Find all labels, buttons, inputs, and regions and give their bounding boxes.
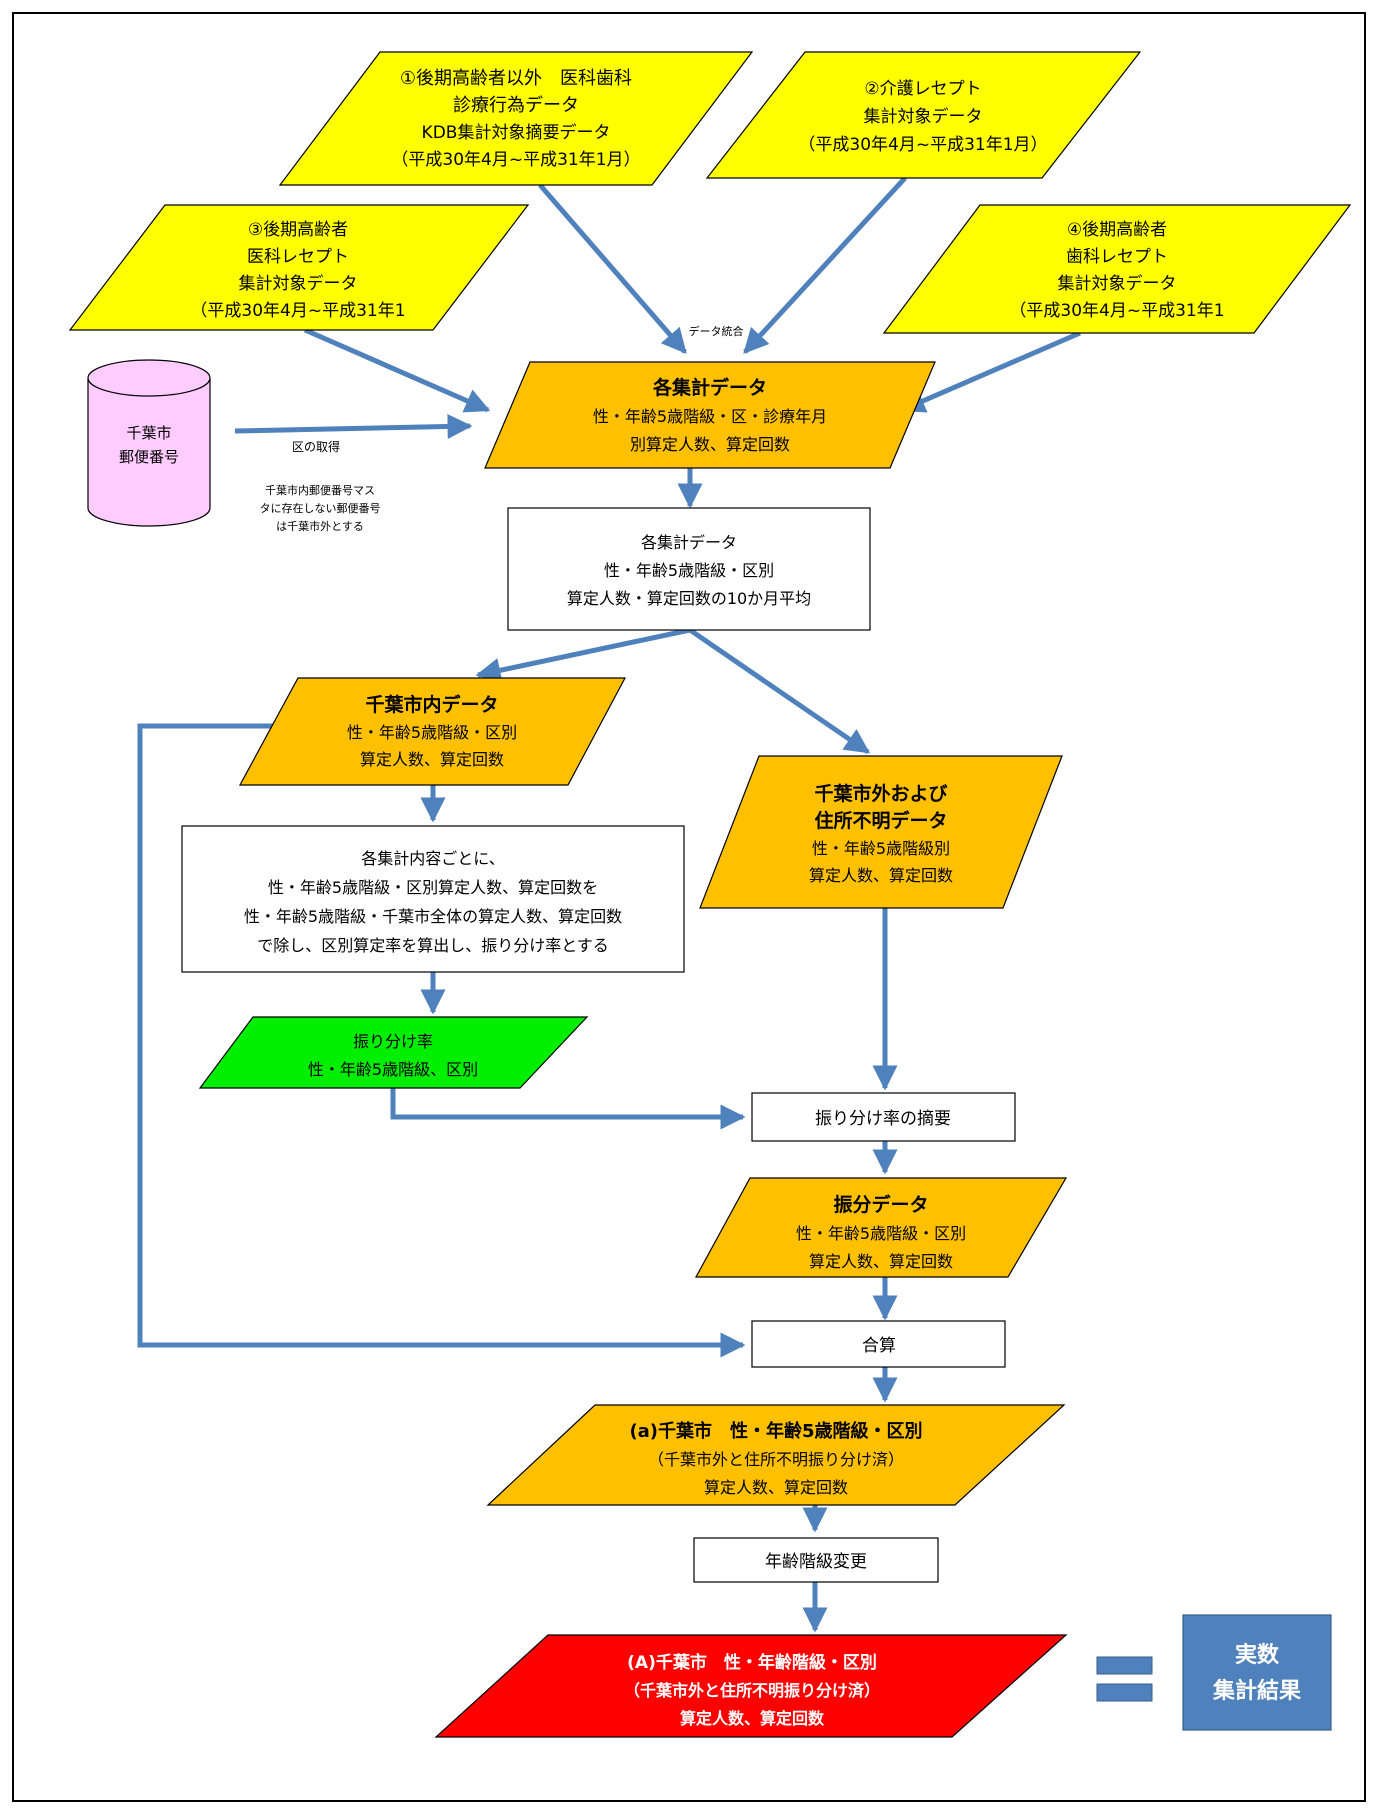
note-annotation-line: タに存在しない郵便番号	[260, 501, 381, 515]
actual-label-line: 実数	[1235, 1642, 1280, 1668]
src1-label-line: （平成30年4月~平成31年1月）	[391, 150, 640, 170]
node-inside	[238, 677, 626, 786]
rate-label-line: 振り分け率	[353, 1032, 433, 1051]
page-frame	[12, 12, 1366, 1802]
final-label-line: （千葉市外と住所不明振り分け済）	[624, 1681, 880, 1700]
agg2-label-line: 算定人数・算定回数の10か月平均	[567, 589, 811, 608]
age-label-line: 年齢階級変更	[765, 1552, 867, 1572]
arrow-agg2-outside	[688, 627, 871, 755]
rate-label-line: 性・年齢5歳階級、区別	[308, 1060, 478, 1079]
inside-label-line: 性・年齢5歳階級・区別	[347, 723, 517, 742]
process-label-line: 性・年齢5歳階級・区別算定人数、算定回数を	[268, 878, 598, 897]
resultA-label-line: 算定人数、算定回数	[704, 1478, 848, 1497]
node-process	[181, 825, 685, 973]
connectors	[137, 176, 1081, 1633]
agg2-label-line: 各集計データ	[641, 533, 737, 552]
final-label-line: (A)千葉市 性・年齢階級・区別	[627, 1652, 877, 1673]
src1-label-line: 診療行為データ	[453, 95, 579, 116]
src3-label-line: （平成30年4月~平成31年1	[190, 301, 405, 321]
src4-label-line: 歯科レセプト	[1066, 247, 1168, 267]
process-label-line: 各集計内容ごとに、	[361, 849, 505, 868]
note-annotation-line: 千葉市内郵便番号マス	[265, 483, 375, 497]
note-annotation-line: は千葉市外とする	[276, 519, 364, 533]
node-db	[87, 359, 211, 527]
ward-annotation-line: 区の取得	[292, 439, 340, 454]
src2-label-line: （平成30年4月~平成31年1月）	[798, 135, 1047, 155]
arrow-agg2-inside	[475, 627, 691, 683]
agg2-label-line: 性・年齢5歳階級・区別	[604, 561, 774, 580]
outside-label-line: 千葉市外および	[814, 782, 947, 805]
actual-label-line: 集計結果	[1212, 1678, 1301, 1704]
arrow-src3-agg1	[303, 327, 491, 413]
node-src1	[278, 51, 754, 186]
node-rate	[198, 1016, 589, 1089]
node-actual	[1182, 1614, 1332, 1731]
arrow-src4-agg1	[899, 330, 1081, 413]
src2-label-line: ②介護レセプト	[864, 79, 981, 99]
outside-label-line: 算定人数、算定回数	[809, 866, 953, 885]
outside-label-line: 住所不明データ	[814, 809, 947, 832]
sum-label-line: 合算	[862, 1336, 896, 1356]
node-outside	[699, 755, 1063, 909]
src1-label-line: ①後期高齢者以外 医科歯科	[400, 68, 632, 89]
shapes	[68, 51, 1352, 1738]
agg1-label-line: 別算定人数、算定回数	[630, 435, 790, 454]
apply-label-line: 振り分け率の摘要	[815, 1109, 951, 1129]
equals-sign	[1096, 1656, 1153, 1702]
src3-label-line: 医科レセプト	[247, 247, 349, 267]
node-dist	[694, 1177, 1068, 1278]
inside-label-line: 千葉市内データ	[365, 693, 498, 716]
arrow-db-agg1	[234, 413, 473, 439]
node-src3	[68, 204, 530, 331]
resultA-label-line: （千葉市外と住所不明振り分け済）	[648, 1450, 904, 1469]
node-agg1	[484, 361, 936, 469]
src4-label-line: （平成30年4月~平成31年1	[1009, 301, 1224, 321]
node-agg2	[507, 507, 871, 631]
process-label-line: 性・年齢5歳階級・千葉市全体の算定人数、算定回数	[244, 907, 622, 926]
node-src4	[882, 204, 1352, 334]
src3-label-line: 集計対象データ	[239, 273, 358, 294]
agg1-label-line: 各集計データ	[652, 376, 767, 399]
dist-label-line: 振分データ	[833, 1193, 928, 1216]
db-label-line: 郵便番号	[119, 448, 179, 466]
src3-label-line: ③後期高齢者	[248, 220, 348, 240]
merge-annotation-line: データ統合	[689, 324, 744, 338]
node-age	[693, 1537, 939, 1583]
node-sum	[751, 1320, 1006, 1368]
src4-label-line: 集計対象データ	[1058, 273, 1177, 294]
inside-label-line: 算定人数、算定回数	[360, 750, 504, 769]
node-final	[434, 1634, 1068, 1738]
arrow-src2-agg1	[743, 176, 907, 354]
arrow-src1-agg1	[538, 183, 687, 354]
agg1-label-line: 性・年齢5歳階級・区・診療年月	[593, 407, 827, 426]
node-apply	[751, 1092, 1016, 1142]
node-src2	[705, 51, 1142, 179]
resultA-label-line: (a)千葉市 性・年齢5歳階級・区別	[629, 1420, 922, 1442]
process-label-line: で除し、区別算定率を算出し、振り分け率とする	[257, 936, 609, 955]
final-label-line: 算定人数、算定回数	[680, 1709, 825, 1728]
dist-label-line: 性・年齢5歳階級・区別	[796, 1224, 966, 1243]
outside-label-line: 性・年齢5歳階級別	[812, 839, 950, 858]
src4-label-line: ④後期高齢者	[1067, 220, 1167, 240]
arrow-rate-apply	[390, 1088, 746, 1130]
src2-label-line: 集計対象データ	[864, 106, 983, 127]
node-resultA	[486, 1404, 1066, 1506]
arrow-inside-sum	[137, 723, 746, 1358]
db-label-line: 千葉市	[126, 424, 171, 442]
dist-label-line: 算定人数、算定回数	[809, 1252, 953, 1271]
src1-label-line: KDB集計対象摘要データ	[422, 122, 611, 143]
